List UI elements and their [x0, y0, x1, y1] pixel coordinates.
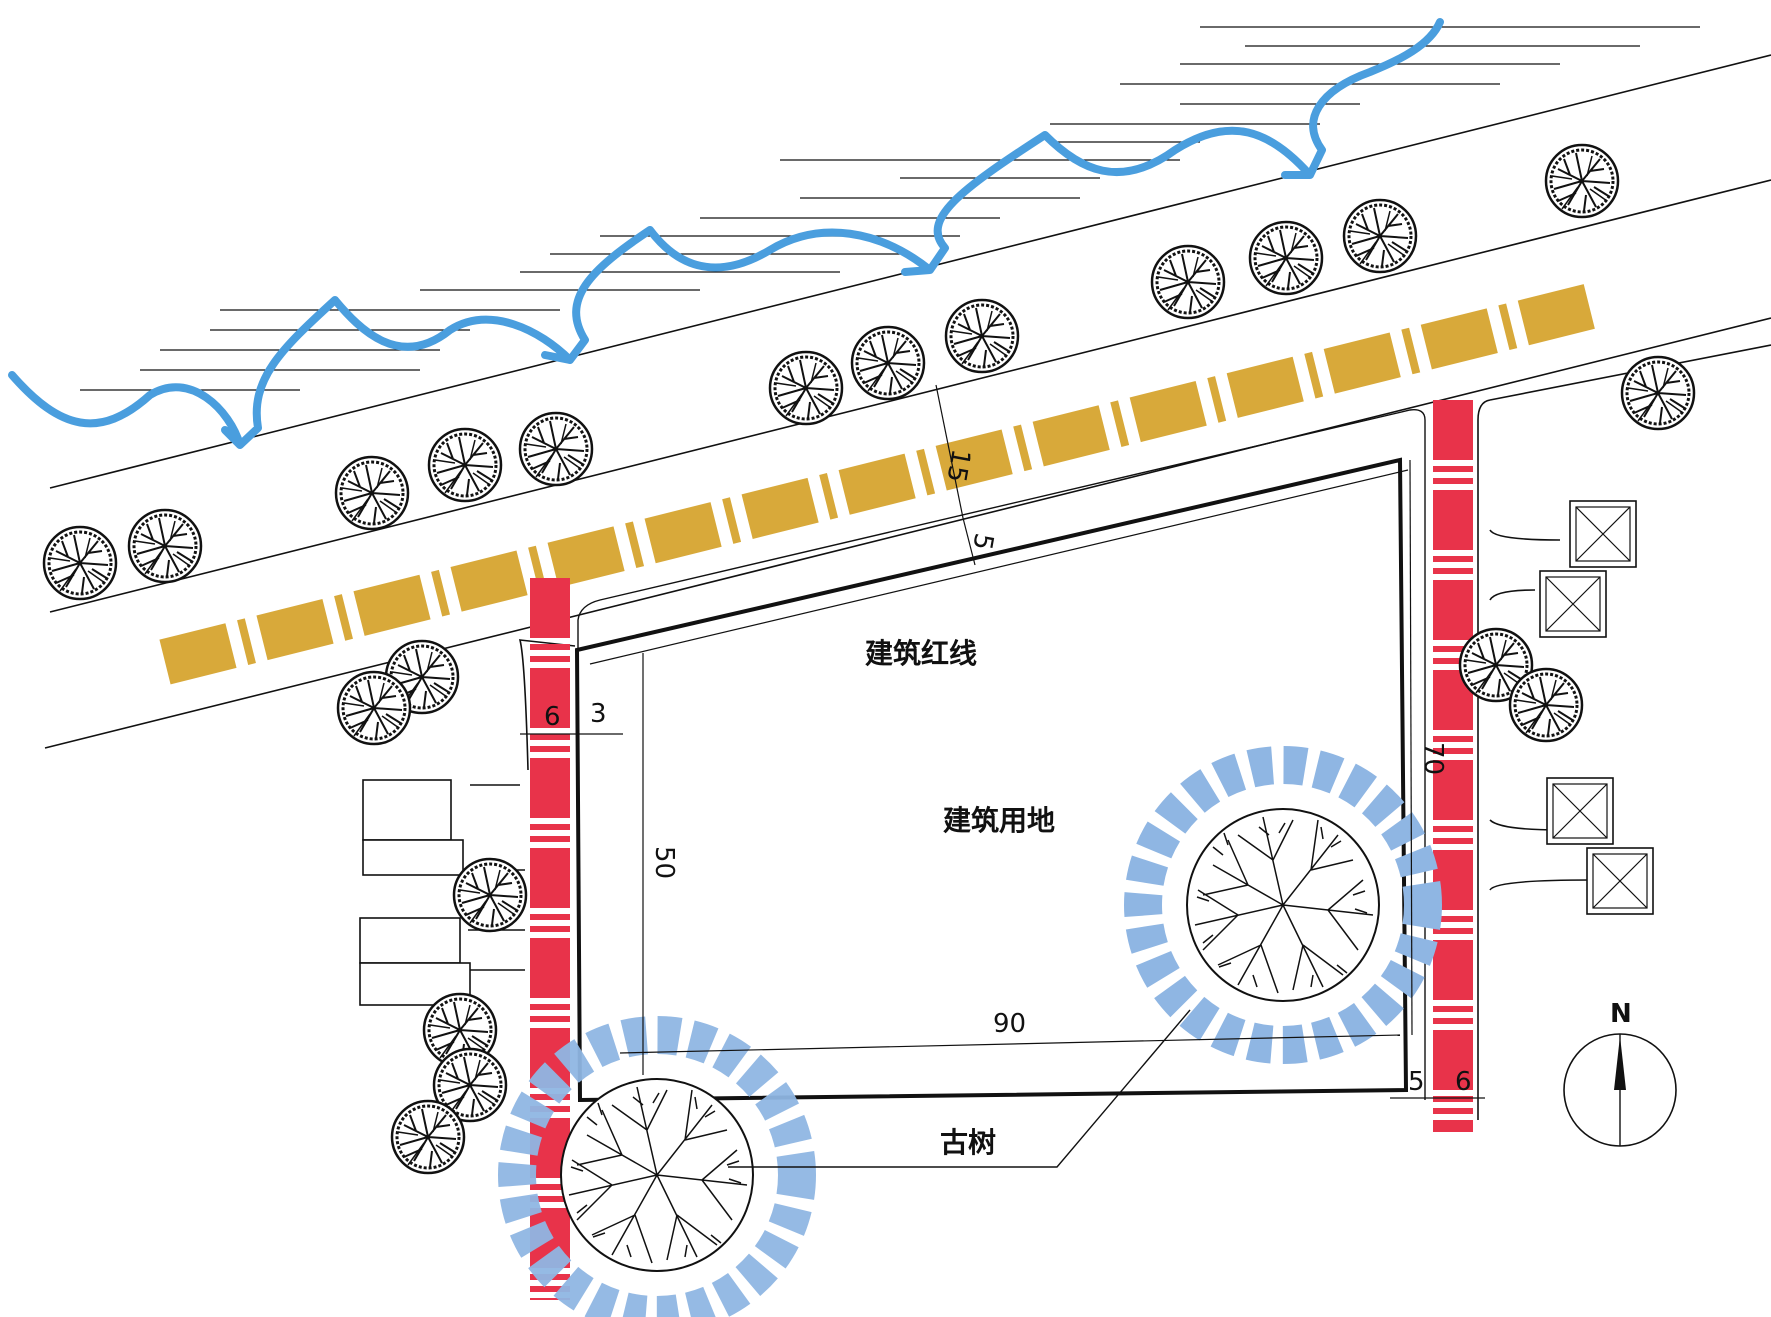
dim-90: 90 [993, 1009, 1026, 1039]
dim-50: 50 [649, 846, 679, 879]
dim-3: 3 [590, 699, 607, 729]
right-structures [1477, 399, 1591, 1120]
dimension-lines [520, 384, 1485, 1099]
dim-6-left: 6 [544, 702, 561, 732]
ancient-tree-leader [728, 1009, 1191, 1168]
road-edge-around-plot [577, 409, 1426, 1100]
north-arrow-icon: N [1563, 999, 1677, 1147]
river-flow-line [8, 18, 1444, 449]
dim-5-top: 5 [966, 531, 998, 553]
north-label: N [1610, 999, 1632, 1029]
dim-5-right: 5 [1408, 1067, 1425, 1097]
ancient-tree-right [1124, 746, 1442, 1064]
dim-70: 70 [1418, 742, 1448, 775]
building-red-line [589, 469, 1409, 665]
ochre-buffer-band [159, 282, 1601, 685]
dim-15: 15 [940, 447, 975, 485]
label-ancient-tree: 古树 [940, 1126, 996, 1159]
label-building-land: 建筑用地 [943, 804, 1055, 837]
ancient-tree-left [498, 1016, 816, 1317]
label-building-red-line: 建筑红线 [865, 637, 977, 670]
building-land-boundary [574, 457, 1409, 1103]
dim-6-right: 6 [1455, 1067, 1472, 1097]
left-structures [359, 639, 576, 1006]
